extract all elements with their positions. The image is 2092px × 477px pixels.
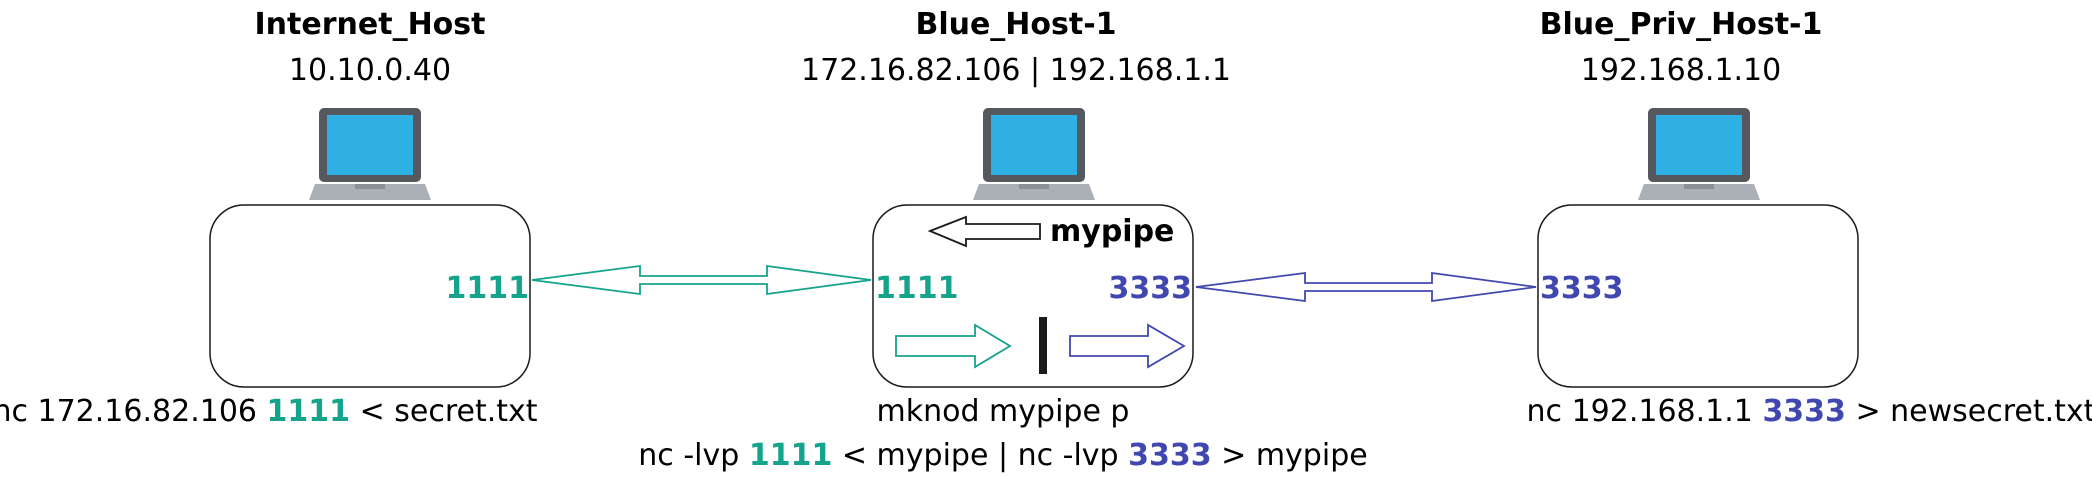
host-internet-port: 1111 bbox=[446, 271, 530, 306]
host-priv-box bbox=[1537, 204, 1859, 388]
connection-arrow-icon-blue bbox=[1195, 271, 1537, 303]
laptop-icon bbox=[973, 108, 1095, 200]
host-blue-port-right: 3333 bbox=[1109, 271, 1193, 306]
host-blue-command-2: nc -lvp 1111 < mypipe | nc -lvp 3333 > m… bbox=[638, 438, 1367, 473]
host-priv-port: 3333 bbox=[1540, 271, 1624, 306]
pipe-bar-icon bbox=[1039, 317, 1047, 374]
host-priv-name: Blue_Priv_Host-1 bbox=[1540, 7, 1823, 42]
forward-arrow-icon-blue bbox=[1069, 323, 1186, 369]
host-internet-command: nc 172.16.82.106 1111 < secret.txt bbox=[0, 394, 538, 429]
host-blue-name: Blue_Host-1 bbox=[915, 7, 1116, 42]
pipe-label: mypipe bbox=[1050, 214, 1174, 249]
laptop-icon bbox=[1638, 108, 1760, 200]
pipe-arrow-icon bbox=[927, 215, 1041, 248]
host-blue-command-1: mknod mypipe p bbox=[877, 394, 1130, 429]
host-blue: Blue_Host-1 172.16.82.106 | 192.168.1.1 … bbox=[638, 7, 1367, 473]
host-priv-command: nc 192.168.1.1 3333 > newsecret.txt bbox=[1527, 394, 2092, 429]
host-internet-ip: 10.10.0.40 bbox=[289, 53, 451, 88]
host-priv-ip: 192.168.1.10 bbox=[1581, 53, 1781, 88]
laptop-icon bbox=[309, 108, 431, 200]
forward-arrow-icon-teal bbox=[895, 323, 1012, 369]
host-priv: Blue_Priv_Host-1 192.168.1.10 3333 nc 19… bbox=[1527, 7, 2092, 429]
host-internet: Internet_Host 10.10.0.40 1111 nc 172.16.… bbox=[0, 7, 538, 429]
host-internet-box bbox=[209, 204, 531, 388]
host-blue-port-left: 1111 bbox=[875, 271, 959, 306]
host-internet-name: Internet_Host bbox=[255, 7, 486, 42]
host-blue-ip: 172.16.82.106 | 192.168.1.1 bbox=[801, 53, 1231, 88]
connection-arrow-icon-teal bbox=[531, 264, 872, 296]
